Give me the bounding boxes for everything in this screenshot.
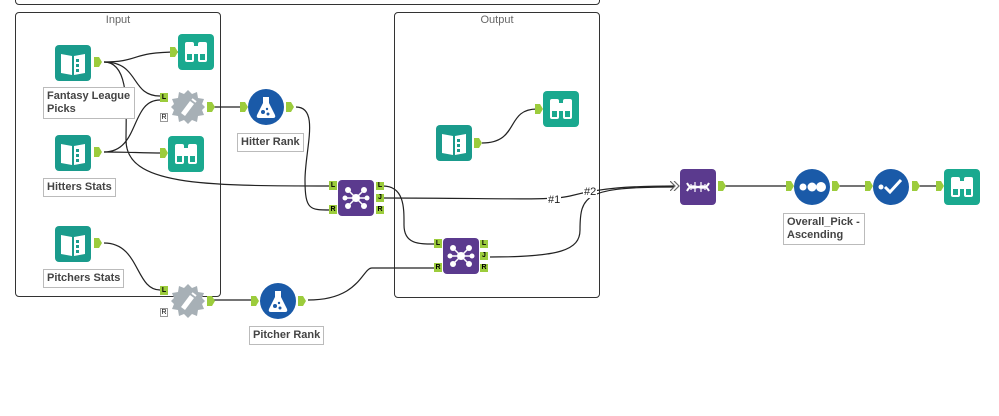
browse-icon: [944, 169, 980, 205]
dynamic-select-output-anchor[interactable]: [718, 181, 726, 191]
pitchers-stats-input-tool[interactable]: [55, 226, 91, 262]
connection-label-1: #1: [547, 194, 562, 206]
sort-input-anchor[interactable]: [786, 181, 794, 191]
pitcher-rank-label: Pitcher Rank: [249, 326, 325, 345]
hitter-rank-label: Hitter Rank: [237, 133, 304, 152]
browse-tool-fantasy[interactable]: [178, 34, 214, 70]
input-container[interactable]: Input: [15, 12, 221, 297]
output-input-data-anchor[interactable]: [474, 138, 482, 148]
browse-hitters-input-anchor[interactable]: [160, 148, 168, 158]
select-input-anchor[interactable]: [865, 181, 873, 191]
join2-join-output-anchor[interactable]: J: [480, 252, 488, 260]
hitters-output-anchor[interactable]: [94, 147, 102, 157]
dynamic-select-icon: [680, 169, 716, 205]
input-data-icon: [55, 45, 91, 81]
final-browse-tool[interactable]: [944, 169, 980, 205]
browse-tool-hitters[interactable]: [168, 136, 204, 172]
join2-left-output-anchor[interactable]: L: [480, 240, 488, 248]
formula-icon: [260, 283, 296, 319]
append-fields-icon: [171, 90, 205, 124]
select-output-anchor[interactable]: [912, 181, 920, 191]
select-icon: [873, 169, 909, 205]
sort-icon: [794, 169, 830, 205]
output-container[interactable]: Output: [394, 12, 600, 298]
pitcher-rank-input-anchor[interactable]: [251, 296, 259, 306]
append-fields-tool-hitters[interactable]: [170, 89, 206, 125]
overall-pick-label: Overall_Pick - Ascending: [783, 213, 865, 245]
select-tool[interactable]: [873, 169, 909, 205]
output-browse-tool[interactable]: [543, 91, 579, 127]
join2-right-output-anchor[interactable]: R: [480, 264, 488, 272]
fantasy-output-anchor[interactable]: [94, 57, 102, 67]
input-data-icon: [55, 135, 91, 171]
fantasy-league-picks-label: Fantasy League Picks: [43, 87, 135, 119]
browse-icon: [178, 34, 214, 70]
append2-left-anchor[interactable]: L: [160, 286, 168, 295]
hitter-rank-input-anchor[interactable]: [240, 102, 248, 112]
append2-right-anchor[interactable]: R: [160, 308, 168, 317]
pitchers-stats-label: Pitchers Stats: [43, 269, 125, 288]
join2-left-input-anchor[interactable]: L: [434, 239, 442, 248]
dynamic-select-tool[interactable]: [680, 169, 716, 205]
join1-left-output-anchor[interactable]: L: [376, 182, 384, 190]
input-data-icon: [55, 226, 91, 262]
input-data-icon: [436, 125, 472, 161]
browse-icon: [168, 136, 204, 172]
sort-output-anchor[interactable]: [832, 181, 840, 191]
output-input-data-tool[interactable]: [436, 125, 472, 161]
input-container-title: Input: [105, 14, 131, 26]
join1-left-input-anchor[interactable]: L: [329, 181, 337, 190]
append1-output-anchor[interactable]: [207, 102, 215, 112]
append1-right-anchor[interactable]: R: [160, 113, 168, 122]
append2-output-anchor[interactable]: [207, 296, 215, 306]
pitcher-rank-formula-tool[interactable]: [260, 283, 296, 319]
browse-icon: [543, 91, 579, 127]
output-browse-input-anchor[interactable]: [535, 104, 543, 114]
pitcher-rank-output-anchor[interactable]: [298, 296, 306, 306]
final-browse-input-anchor[interactable]: [936, 181, 944, 191]
pitchers-output-anchor[interactable]: [94, 238, 102, 248]
join-tool-hitters[interactable]: [338, 180, 374, 216]
join-icon: [443, 238, 479, 274]
join1-right-output-anchor[interactable]: R: [376, 206, 384, 214]
fantasy-league-picks-input-tool[interactable]: [55, 45, 91, 81]
hitter-rank-output-anchor[interactable]: [286, 102, 294, 112]
browse-fantasy-input-anchor[interactable]: [170, 47, 178, 57]
sort-tool[interactable]: [794, 169, 830, 205]
append-fields-tool-pitchers[interactable]: [170, 283, 206, 319]
top-container-edge: [15, 0, 600, 5]
join1-right-input-anchor[interactable]: R: [329, 205, 337, 214]
join2-right-input-anchor[interactable]: R: [434, 263, 442, 272]
join1-join-output-anchor[interactable]: J: [376, 194, 384, 202]
join-tool-pitchers[interactable]: [443, 238, 479, 274]
append1-left-anchor[interactable]: L: [160, 93, 168, 102]
join-icon: [338, 180, 374, 216]
output-container-title: Output: [480, 14, 514, 26]
connection-label-2: #2: [583, 186, 598, 198]
append-fields-icon: [171, 284, 205, 318]
hitters-stats-label: Hitters Stats: [43, 178, 116, 197]
formula-icon: [248, 89, 284, 125]
dynamic-select-multi-input-anchor[interactable]: [670, 181, 680, 191]
hitters-stats-input-tool[interactable]: [55, 135, 91, 171]
hitter-rank-formula-tool[interactable]: [248, 89, 284, 125]
